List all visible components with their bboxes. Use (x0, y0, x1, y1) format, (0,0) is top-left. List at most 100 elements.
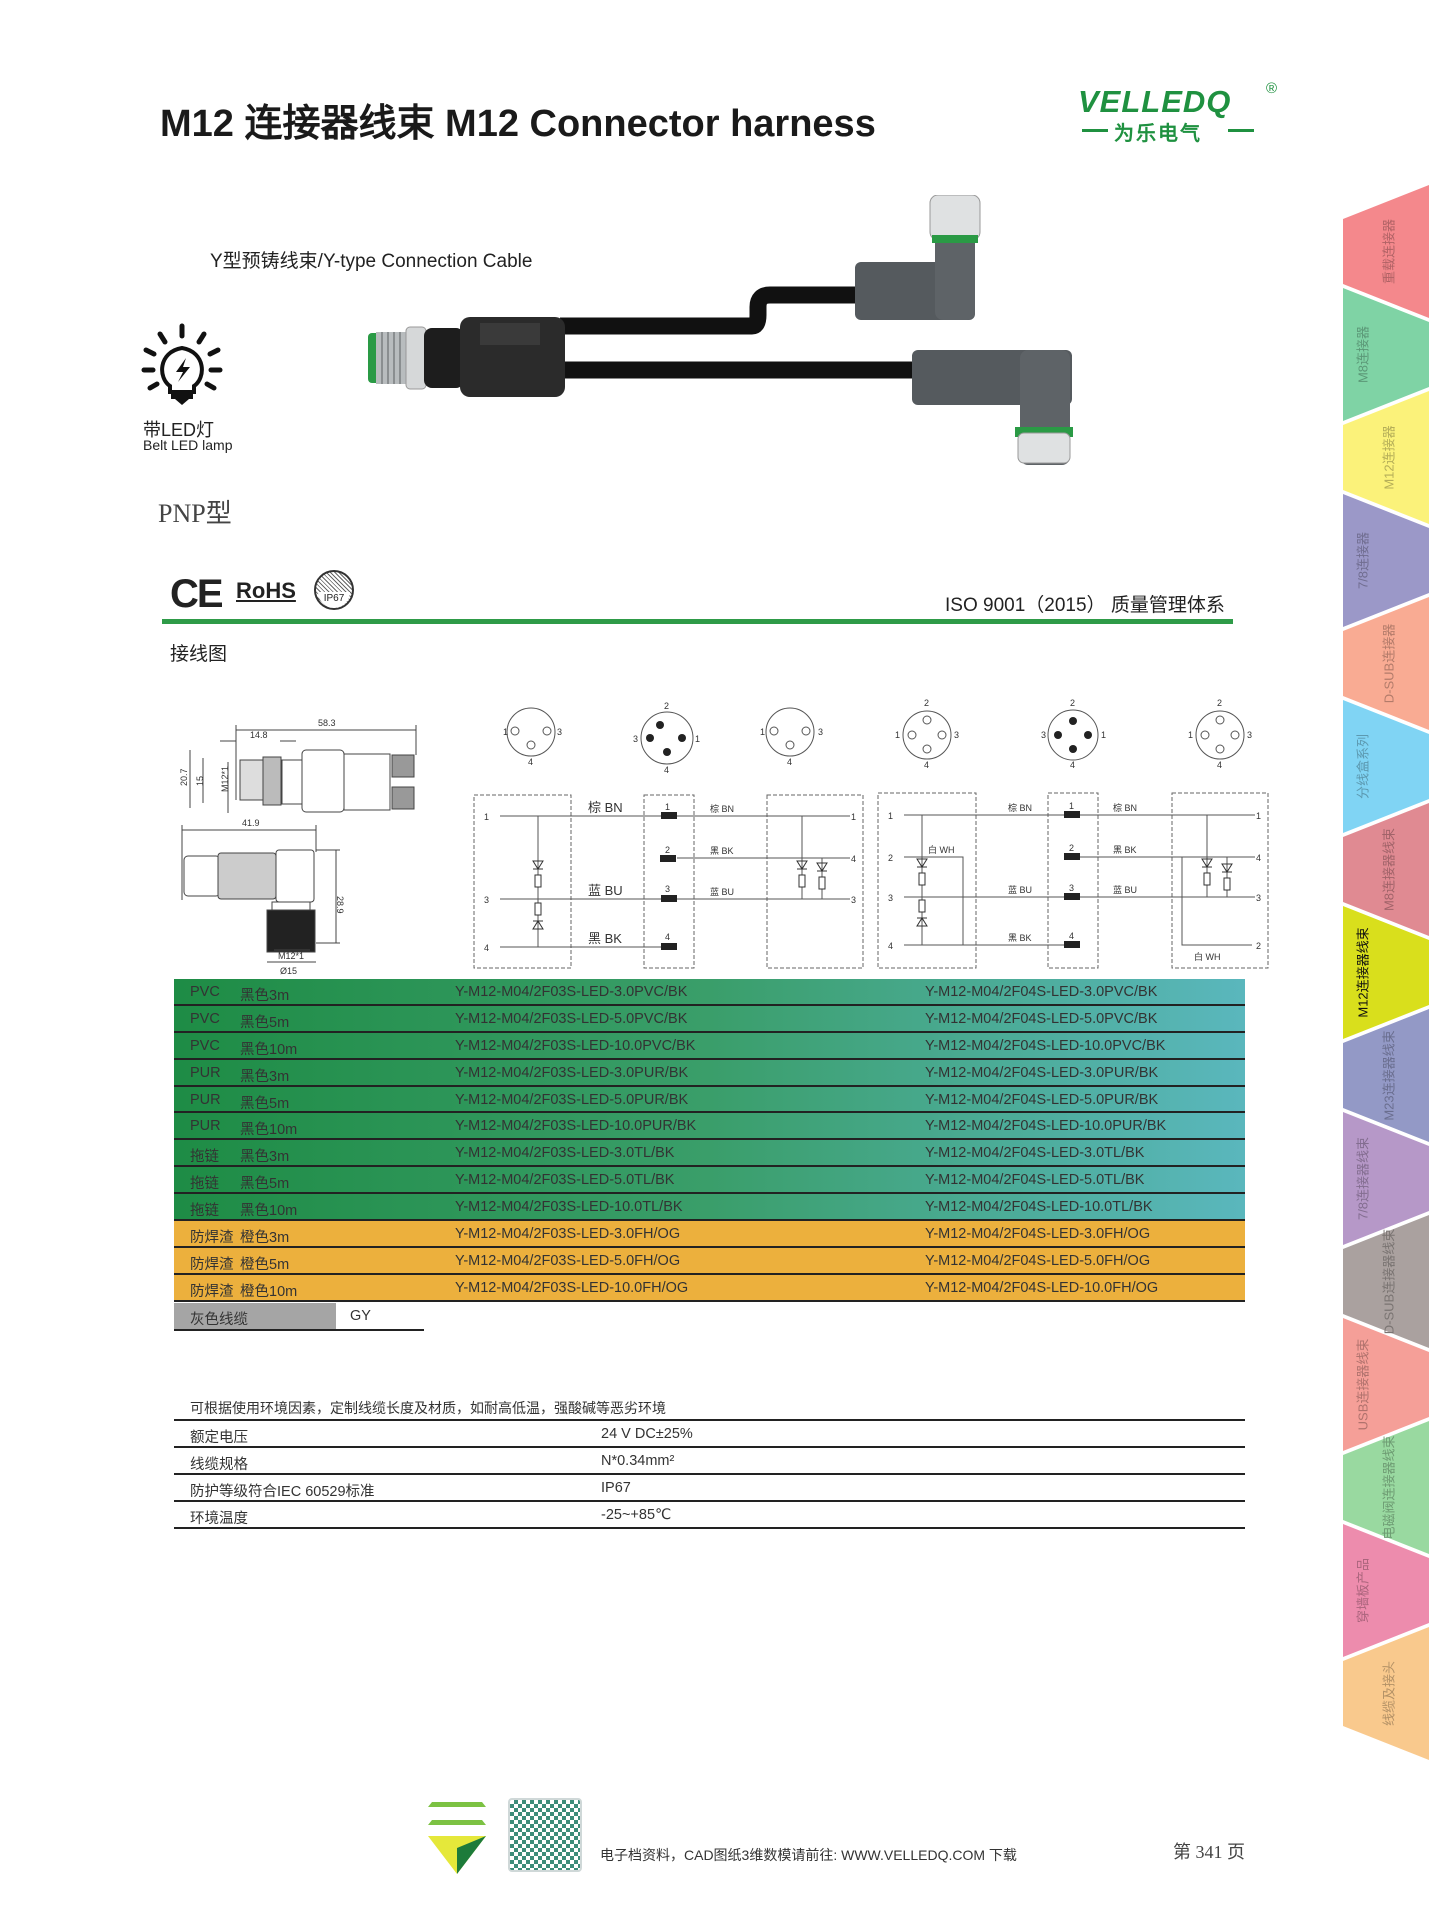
sidebar-tab[interactable]: M12连接器 (1343, 391, 1429, 524)
terminal-num: 3 (665, 884, 670, 894)
qr-code[interactable] (508, 1798, 582, 1872)
spec-key: 环境温度 (190, 1511, 248, 1527)
cell-mat: 拖链 (190, 1149, 219, 1166)
cell-code4: Y-M12-M04/2F04S-LED-5.0FH/OG (925, 1252, 1151, 1269)
cell-color: 黑色3m (240, 988, 290, 1004)
sidebar-tab[interactable]: M8连接器线束 (1343, 803, 1429, 936)
cell-mat: 拖链 (190, 1203, 219, 1220)
logo-dash (1228, 129, 1254, 132)
cell-code4: Y-M12-M04/2F04S-LED-10.0PVC/BK (925, 1037, 1166, 1054)
spec-value: 24 V DC±25% (601, 1426, 693, 1442)
cell-code3: Y-M12-M04/2F03S-LED-5.0TL/BK (455, 1172, 675, 1189)
pin-num: 1 (503, 727, 508, 737)
custom-note: 可根据使用环境因素，定制线缆长度及材质，如耐高低温，强酸碱等恶劣环境 (190, 1400, 666, 1416)
sidebar-tab[interactable]: D-SUB连接器线束 (1343, 1215, 1429, 1348)
footer-download-text: 电子档资料，CAD图纸3维数模请前往: WWW.VELLEDQ.COM 下载 (600, 1847, 1017, 1863)
sidebar-tab-label: 7/8连接器 (1355, 532, 1370, 589)
sidebar-tab-bg (1343, 906, 1429, 1039)
cell-code3: Y-M12-M04/2F03S-LED-10.0PUR/BK (455, 1118, 697, 1135)
sidebar-tab[interactable]: 线缆及接头 (1343, 1627, 1429, 1760)
sidebar-tab[interactable]: 分线盒系列 (1343, 700, 1429, 833)
gray-cable-row: 灰色线缆 GY (174, 1303, 424, 1331)
cell-mat: PUR (190, 1064, 221, 1081)
cell-color: 橙色3m (240, 1230, 290, 1247)
cell-color: 黑色5m (240, 1176, 290, 1193)
sidebar-tab-label: 分线盒系列 (1355, 734, 1370, 799)
dim-height: 28.9 (335, 896, 345, 914)
sidebar-tab-bg (1343, 1524, 1429, 1657)
pin-num: 1 (895, 730, 900, 740)
terminal-num: 1 (484, 812, 489, 822)
cell-code3: Y-M12-M04/2F03S-LED-3.0TL/BK (455, 1145, 675, 1162)
sidebar-tab[interactable]: D-SUB连接器 (1343, 597, 1429, 730)
terminal-num: 4 (851, 854, 856, 864)
sidebar-tab-bg (1343, 185, 1429, 318)
spec-value: -25~+85℃ (601, 1507, 672, 1523)
sidebar-tab[interactable]: 电磁阀连接器线束 (1343, 1421, 1429, 1554)
cell-color: 黑色10m (240, 1122, 298, 1139)
sidebar-tab[interactable]: 穿墙板产品 (1343, 1524, 1429, 1657)
dim-front: 14.8 (250, 730, 268, 740)
sidebar-tab[interactable]: 重载连接器 (1343, 185, 1429, 318)
wire-label: 白 WH (928, 844, 955, 855)
spec-value: IP67 (601, 1480, 631, 1496)
led-label-cn: 带LED灯 (143, 420, 215, 440)
pin-num: 4 (664, 765, 669, 775)
sidebar-tab-label: D-SUB连接器 (1381, 624, 1396, 703)
sidebar-tab[interactable]: USB连接器线束 (1343, 1318, 1429, 1451)
sidebar-tab-label: USB连接器线束 (1355, 1339, 1370, 1431)
pin-num: 1 (760, 727, 765, 737)
cell-mat: PUR (190, 1118, 221, 1135)
pin-num: 4 (924, 760, 929, 770)
pin-num: 3 (1247, 730, 1252, 740)
terminal-num: 4 (888, 941, 893, 951)
pin-num: 4 (787, 757, 792, 767)
pin-num: 2 (664, 701, 669, 711)
cell-code3: Y-M12-M04/2F03S-LED-5.0PVC/BK (455, 1010, 688, 1027)
terminal-num: 1 (851, 812, 856, 822)
sidebar-tab[interactable]: M12连接器线束 (1343, 906, 1429, 1039)
terminal-num: 4 (1069, 931, 1074, 941)
terminal-num: 1 (665, 802, 670, 812)
sidebar-tab[interactable]: 7/8连接器 (1343, 494, 1429, 627)
wire-label: 蓝 BU (1008, 884, 1032, 895)
sidebar-tab-bg (1343, 494, 1429, 627)
terminal-num: 3 (1256, 893, 1261, 903)
wire-label: 白 WH (1194, 951, 1221, 962)
spec-key: 额定电压 (190, 1430, 248, 1446)
output-type: PNP型 (158, 499, 232, 528)
sidebar-tab-label: D-SUB连接器线束 (1381, 1229, 1396, 1334)
sidebar-tab-label: M8连接器 (1355, 326, 1370, 383)
ip67-label: IP67 (318, 592, 350, 608)
sidebar-tab[interactable]: M23连接器线束 (1343, 1009, 1429, 1142)
pin-num: 4 (1070, 760, 1075, 770)
cell-code3: Y-M12-M04/2F03S-LED-5.0FH/OG (455, 1252, 681, 1269)
sidebar-tab[interactable]: M8连接器 (1343, 288, 1429, 421)
cell-color: 黑色10m (240, 1041, 298, 1058)
wire-label: 棕 BN (1113, 802, 1137, 813)
cell-mat: PVC (190, 984, 220, 1000)
cell-color: 黑色5m (240, 1014, 290, 1031)
sidebar-tab-label: 电磁阀连接器线束 (1381, 1435, 1396, 1539)
logo-dash (1082, 129, 1108, 132)
wire-label: 黑 BK (1008, 933, 1032, 943)
wiring-title: 接线图 (170, 644, 228, 665)
cell-color: 黑色10m (240, 1203, 298, 1220)
cell-code3: Y-M12-M04/2F03S-LED-3.0PVC/BK (455, 984, 688, 1000)
sidebar-tab-label: M12连接器线束 (1355, 927, 1370, 1017)
terminal-num: 4 (484, 943, 489, 953)
product-subtitle: Y型预铸线束/Y-type Connection Cable (210, 251, 533, 272)
cell-mat: 防焊渣 (190, 1230, 234, 1247)
sidebar-tab[interactable]: 7/8连接器线束 (1343, 1112, 1429, 1245)
dim-dia: Ø15 (280, 966, 297, 976)
spec-row: 环境温度 -25~+85℃ (174, 1502, 1245, 1529)
sidebar-tab-bg (1343, 288, 1429, 421)
